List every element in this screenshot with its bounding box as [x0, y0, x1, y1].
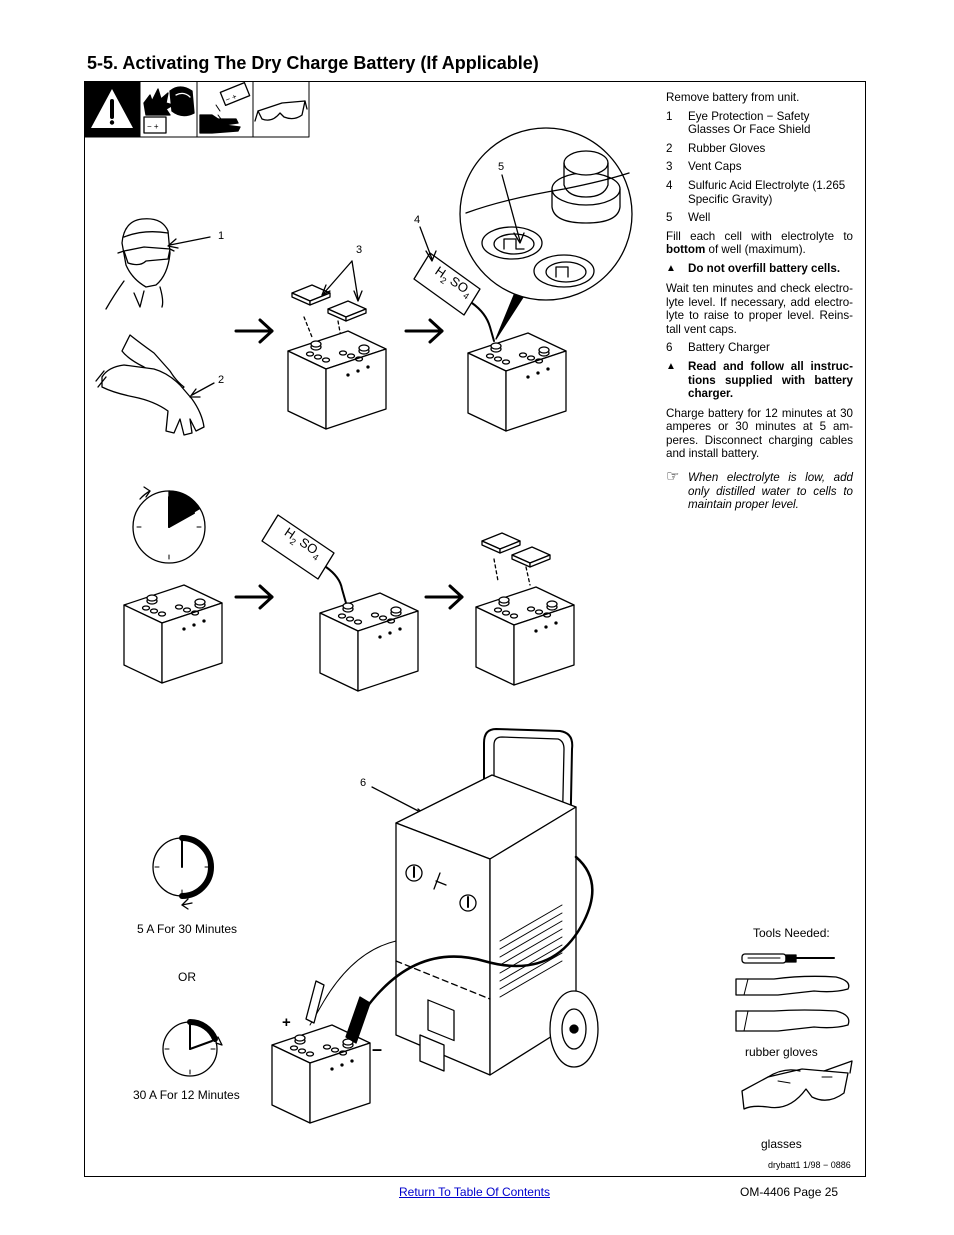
callout-6: 6 — [360, 777, 366, 789]
warning-overfill: ▲Do not overfill battery cells. — [666, 261, 841, 275]
callout-5: 5 — [498, 161, 504, 173]
callout-3: 3 — [356, 244, 362, 256]
magnified-well — [459, 127, 633, 340]
battery-2 — [467, 332, 567, 432]
or-label: OR — [178, 970, 196, 984]
callout-4: 4 — [414, 214, 420, 226]
note: ☞When electrolyte is low, add only disti… — [666, 468, 853, 512]
option-b-label: 30 A For 12 Minutes — [133, 1088, 240, 1102]
battery-5 — [475, 586, 575, 686]
content-frame — [84, 81, 866, 1177]
charge-instruction: Charge battery for 12 minutes at 30 ampe… — [666, 406, 853, 461]
rubber-gloves-figure — [95, 334, 205, 436]
timer-12-min — [162, 1019, 223, 1077]
safety-glasses-icon — [252, 81, 308, 138]
warning-triangle-icon: ▲ — [666, 360, 676, 372]
svg-text:− +: − + — [224, 92, 238, 105]
callout-1: 1 — [218, 230, 224, 242]
warning-icon — [91, 89, 133, 128]
battery-1 — [287, 330, 387, 430]
pointing-hand-icon: ☞ — [666, 468, 680, 486]
acid-bottle-2: H2 SO4 — [261, 514, 347, 604]
section-title: 5-5. Activating The Dry Charge Battery (… — [87, 53, 539, 73]
warning-triangle-icon: ▲ — [666, 262, 676, 274]
svg-text:− +: − + — [147, 122, 159, 131]
hazard-icons: − + − + — [84, 81, 310, 138]
acid-hand-icon: − + — [196, 81, 251, 138]
glasses-icon — [741, 1060, 853, 1110]
screwdriver-icon — [741, 953, 835, 964]
tools-heading: Tools Needed: — [753, 926, 830, 940]
wait-instruction: Wait ten minutes and check electro-lyte … — [666, 281, 853, 336]
gloves-icon — [735, 975, 850, 1032]
timer-30-min — [152, 835, 214, 910]
page-number: OM-4406 Page 25 — [740, 1185, 839, 1199]
drawing-id: drybatt1 1/98 − 0886 — [768, 1160, 851, 1170]
battery-charger — [309, 728, 599, 1076]
option-a-label: 5 A For 30 Minutes — [137, 922, 238, 936]
minus-sign: – — [372, 1039, 382, 1059]
callout-2: 2 — [218, 374, 224, 386]
gloves-label: rubber gloves — [745, 1045, 818, 1059]
intro-text: Remove battery from unit. — [666, 91, 800, 104]
battery-4 — [319, 592, 419, 692]
eye-protection-figure — [105, 218, 175, 310]
warning-charger: ▲Read and follow all instruc-tions suppl… — [666, 359, 853, 401]
battery-explosion-icon: − + — [139, 81, 195, 138]
return-toc-link[interactable]: Return To Table Of Contents — [399, 1185, 550, 1199]
glasses-label: glasses — [761, 1137, 802, 1151]
battery-3 — [123, 584, 223, 684]
fill-instruction: Fill each cell with electrolyte to botto… — [666, 229, 853, 257]
plus-sign: + — [282, 1014, 291, 1031]
timer-10-min — [132, 486, 206, 564]
illustration-area: − + − + 1 2 — [84, 81, 853, 1124]
